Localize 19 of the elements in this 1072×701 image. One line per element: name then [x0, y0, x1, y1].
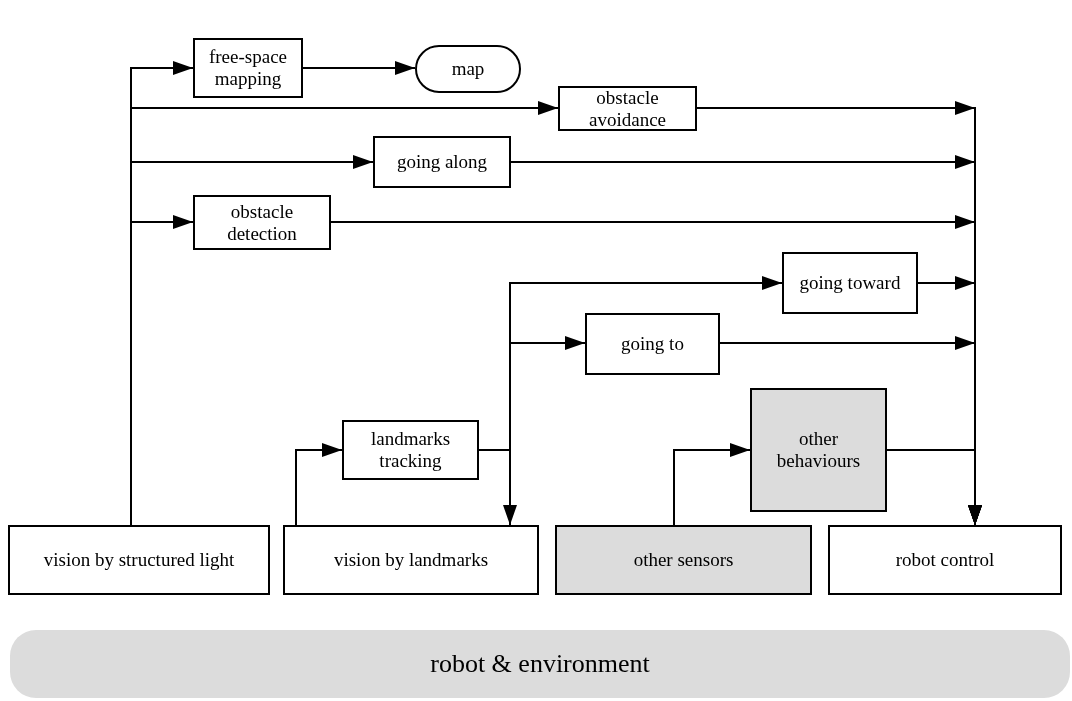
process-box: going toward	[782, 252, 918, 314]
arrow	[130, 215, 194, 526]
process-box: vision by landmarks	[283, 525, 539, 595]
process-box: landmarks tracking	[342, 420, 479, 480]
terminal-shape: map	[415, 45, 521, 93]
process-box: vision by structured light	[8, 525, 270, 595]
shaded-box: other sensors	[555, 525, 812, 595]
arrow	[673, 443, 751, 526]
shaded-box: other behaviours	[750, 388, 887, 512]
arrow	[478, 336, 586, 451]
process-box: obstacle detection	[193, 195, 331, 250]
arrow	[295, 443, 343, 526]
environment-band: robot & environment	[10, 630, 1070, 698]
process-box: going to	[585, 313, 720, 375]
process-box: free-space mapping	[193, 38, 303, 98]
process-box: obstacle avoidance	[558, 86, 697, 131]
process-box: robot control	[828, 525, 1062, 595]
process-box: going along	[373, 136, 511, 188]
arrow	[302, 61, 416, 75]
